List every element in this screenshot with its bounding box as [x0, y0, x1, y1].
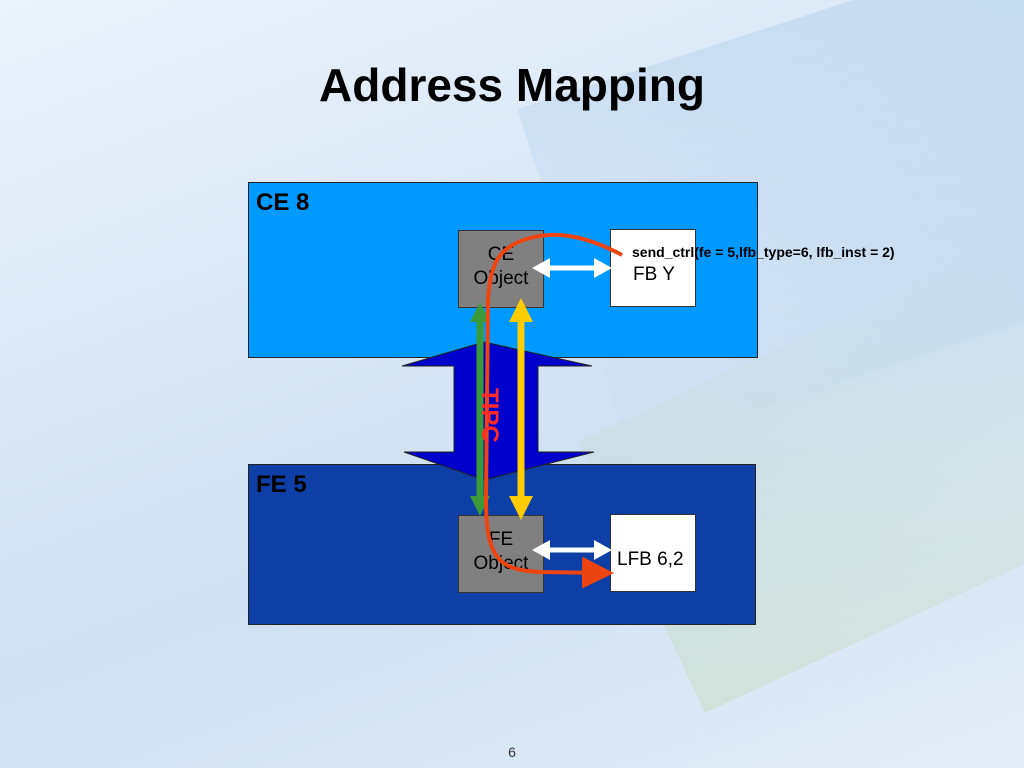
- white-double-arrow-top: [532, 258, 612, 278]
- send-ctrl-label: send_ctrl(fe = 5,lfb_type=6, lfb_inst = …: [632, 244, 895, 260]
- lfb-label: LFB 6,2: [617, 549, 684, 570]
- fe-object-box: FE Object: [458, 515, 544, 593]
- page-number: 6: [508, 744, 516, 760]
- ce-object-line2: Object: [473, 268, 529, 289]
- tipc-label: TIPC: [476, 388, 503, 443]
- fe-object-line1: FE: [488, 529, 514, 550]
- send-ctrl-path-arrow: [483, 232, 623, 589]
- ce-panel-label: CE 8: [256, 189, 310, 216]
- ce-object-box: CE Object: [458, 230, 544, 308]
- fe-panel-label: FE 5: [256, 471, 307, 498]
- lfb-box: LFB 6,2: [610, 514, 696, 592]
- fb-y-box: FB Y: [610, 229, 696, 307]
- tipc-channel-arrow: [401, 341, 595, 481]
- white-double-arrow-bottom: [532, 540, 612, 560]
- fb-y-label: FB Y: [633, 264, 675, 285]
- yellow-double-arrow: [509, 298, 533, 520]
- slide-title: Address Mapping: [319, 59, 705, 111]
